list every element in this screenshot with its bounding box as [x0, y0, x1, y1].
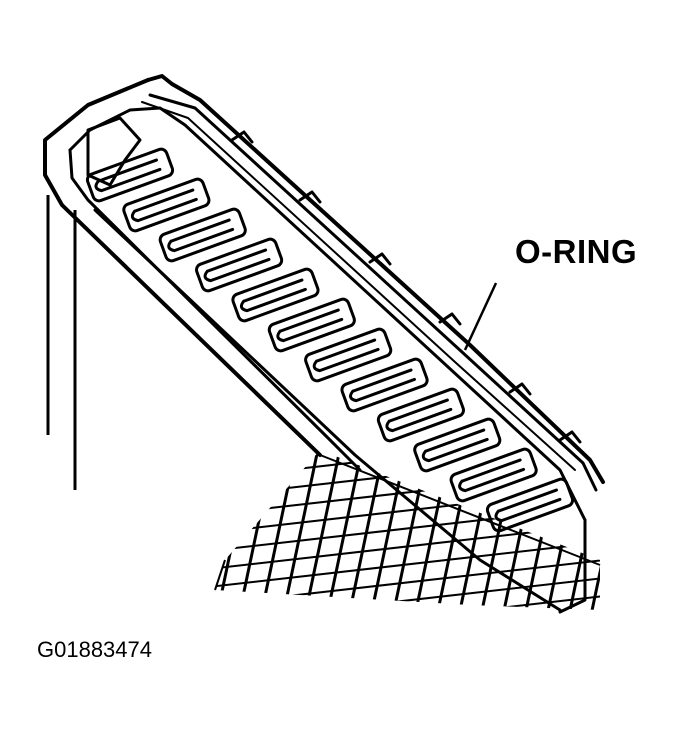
tube-slot-outline	[449, 447, 538, 503]
tube-slot-outline	[340, 357, 429, 413]
tube-slot-fold	[349, 368, 416, 403]
tube-slot-outline	[485, 477, 575, 533]
tube-slots	[85, 147, 575, 533]
core-fin-line	[215, 450, 258, 610]
tube-slot	[340, 357, 429, 413]
tube-slot-fold	[203, 248, 271, 283]
core-fin-line	[150, 430, 190, 620]
tube-slot-outline	[195, 237, 284, 293]
core-fin-line	[634, 430, 674, 620]
tube-slot-fold	[239, 278, 307, 313]
tube-slot	[231, 267, 320, 323]
core-fin-line	[280, 450, 324, 610]
tube-slot-outline	[304, 327, 393, 383]
tube-slot-outline	[122, 177, 211, 233]
tube-slot-outline	[158, 207, 247, 263]
tube-slot-fold	[385, 398, 453, 433]
core-fin-line	[656, 430, 679, 620]
tube-slot	[267, 297, 356, 353]
tank-body	[43, 74, 605, 614]
tube-slot-fold	[494, 488, 562, 523]
tube-slot-fold	[312, 338, 380, 373]
o-ring-leader-line	[463, 282, 498, 351]
o-ring-callout-label: O-RING	[515, 233, 638, 270]
tube-slot	[122, 177, 211, 233]
core-fin-line	[588, 450, 600, 610]
tube-slot-outline	[267, 297, 356, 353]
tube-slot	[376, 387, 465, 443]
core-fin-line	[368, 450, 412, 610]
radiator-core-edge	[214, 454, 601, 591]
radiator-core-fins	[150, 430, 679, 620]
tube-slot-fold	[421, 428, 489, 463]
tube-slot-outline	[231, 267, 320, 323]
tube-slot	[85, 147, 175, 203]
tube-slot	[449, 447, 538, 503]
tube-slot	[485, 477, 575, 533]
core-fin-crossline	[215, 591, 600, 610]
figure-id-label: G01883474	[37, 637, 152, 662]
tube-slot-fold	[94, 158, 162, 193]
tube-slot-fold	[458, 458, 526, 493]
tube-slot	[158, 207, 247, 263]
side-bracket-rods	[46, 195, 77, 490]
tube-slot	[413, 417, 502, 473]
core-fin-line	[500, 450, 544, 610]
core-fin-line	[172, 430, 212, 620]
core-fin-line	[612, 430, 652, 620]
tube-slot	[195, 237, 284, 293]
tube-slot-outline	[85, 147, 175, 203]
tube-slot-fold	[167, 218, 235, 253]
tube-slot	[304, 327, 393, 383]
o-ring-seal	[148, 93, 598, 492]
tube-slot-fold	[130, 188, 198, 223]
core-fin-line	[346, 450, 390, 610]
core-fin-crossline	[215, 573, 600, 610]
tube-slot-outline	[413, 417, 502, 473]
tube-slot-outline	[376, 387, 465, 443]
core-fin-line	[215, 450, 236, 610]
tube-slot-fold	[276, 308, 344, 343]
